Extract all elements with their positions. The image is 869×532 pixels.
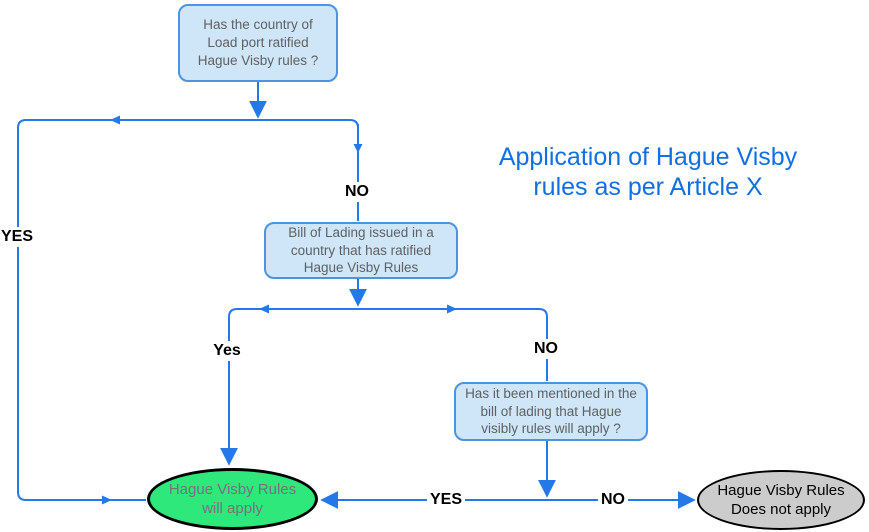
node-load-port-question-text: Has the country of Load port ratified Ha… [197, 17, 319, 68]
node-rules-apply: Hague Visby Rules will apply [147, 468, 318, 530]
node-rules-not-apply-line2: Does not apply [730, 501, 832, 518]
edge-junction2-bar [228, 308, 548, 318]
arrowhead-icon [110, 115, 120, 125]
node-mentioned-question-text: Has it been mentioned in the bill of lad… [465, 385, 637, 437]
arrowhead-icon [259, 304, 269, 314]
node-rules-not-apply: Hague Visby Rules Does not apply [697, 470, 865, 530]
node-rules-not-apply-line1: Hague Visby Rules [717, 481, 845, 499]
branch-label-no-bottom: NO [598, 490, 628, 510]
branch-label-yes-left: YES [0, 227, 37, 247]
diagram-title: Application of Hague Visby rules as per … [480, 143, 816, 202]
branch-label-no-first: NO [342, 182, 372, 202]
node-bill-issued-question-text: Bill of Lading issued in a country that … [288, 224, 434, 276]
node-rules-apply-line2: will apply [202, 500, 263, 517]
arrowhead-icon [102, 495, 112, 505]
branch-label-no-second: NO [531, 339, 561, 359]
arrowhead-icon [447, 304, 457, 314]
branch-label-yes-bottom: YES [426, 490, 466, 510]
branch-label-yes-second: Yes [210, 341, 244, 361]
node-bill-issued-question: Bill of Lading issued in a country that … [264, 222, 458, 279]
diagram-title-line2: rules as per Article X [533, 172, 763, 201]
edge-yes-left-loop [17, 119, 359, 501]
node-mentioned-question: Has it been mentioned in the bill of lad… [454, 382, 648, 441]
node-load-port-question: Has the country of Load port ratified Ha… [178, 4, 338, 82]
diagram-title-line1: Application of Hague Visby [498, 143, 798, 171]
node-rules-apply-line1: Hague Visby Rules [168, 480, 297, 498]
arrowhead-icon [353, 144, 363, 153]
